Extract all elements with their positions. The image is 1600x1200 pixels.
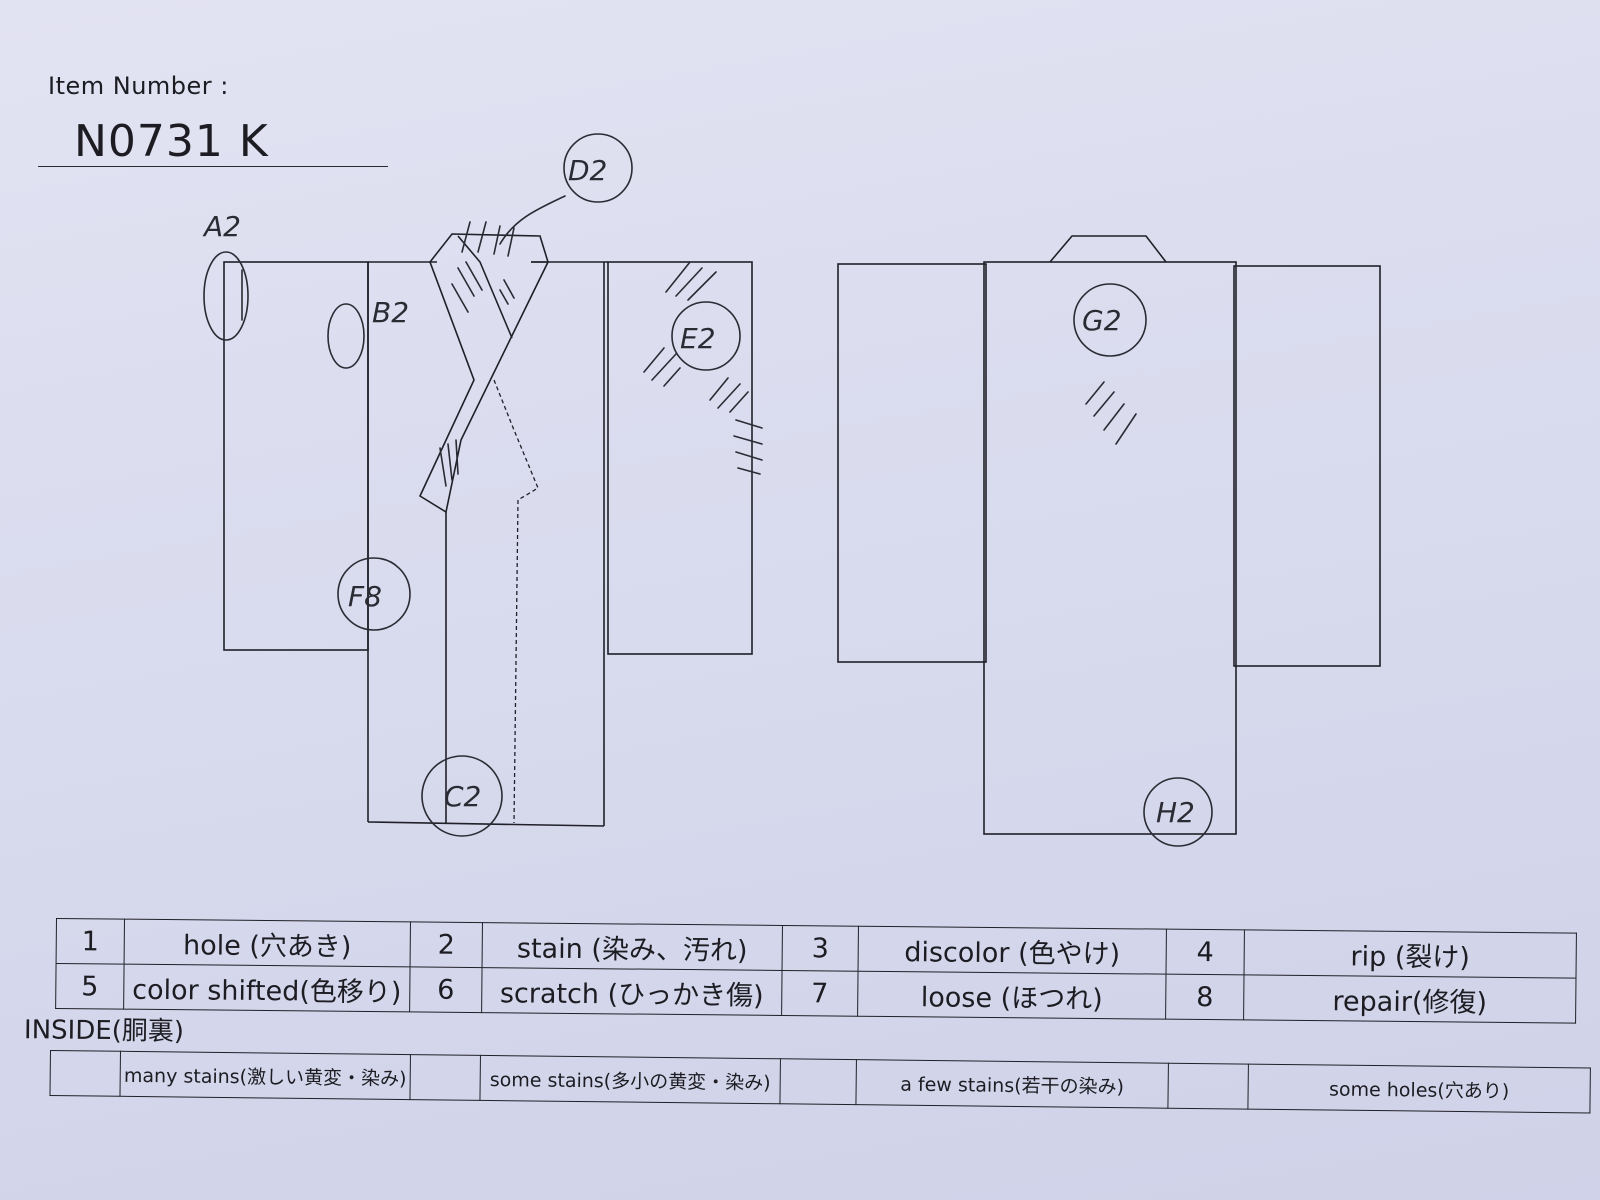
legend-label: repair(修復) [1243, 974, 1576, 1024]
legend-code: 5 [55, 963, 125, 1010]
mark-f8-circle [337, 557, 411, 631]
legend-label: rip (裂け) [1244, 929, 1577, 979]
back-left-sleeve [837, 263, 987, 663]
mark-e2-text: E2 [680, 322, 716, 355]
legend-label: color shifted(色移り) [123, 964, 411, 1012]
inside-checkbox[interactable] [779, 1058, 857, 1105]
under-collar-dashed [493, 379, 539, 824]
mark-d2-text: D2 [568, 154, 607, 187]
kimono-front-view [223, 233, 753, 827]
legend-code: 3 [782, 925, 859, 972]
item-number-value: N0731 K [74, 116, 269, 167]
back-body [983, 261, 1237, 835]
mark-e2-circle [671, 301, 741, 371]
handwritten-marks: A2 B2 D2 E2 F8 C2 G2 H2 [202, 133, 1213, 847]
mark-h2-circle [1143, 777, 1213, 847]
legend-code: 4 [1166, 929, 1245, 975]
back-right-sleeve [1233, 265, 1381, 667]
mark-a2-circle [203, 251, 249, 341]
legend-code: 8 [1165, 974, 1245, 1020]
inside-option-label: a few stains(若干の染み) [855, 1059, 1169, 1109]
collar-left [418, 233, 549, 514]
mark-c2-circle [421, 755, 503, 837]
legend-code: 7 [781, 970, 859, 1017]
legend-label: scratch (ひっかき傷) [481, 967, 783, 1016]
inside-checkbox[interactable] [1167, 1063, 1249, 1110]
inside-option-label: some holes(穴あり) [1247, 1064, 1591, 1113]
inside-checkbox[interactable] [49, 1050, 121, 1097]
mark-g2-text: G2 [1082, 304, 1122, 337]
mark-d2-circle [563, 133, 633, 203]
back-collar [1049, 235, 1167, 263]
mark-f8-text: F8 [348, 580, 382, 613]
item-number-underline [38, 166, 388, 167]
legend-code: 1 [56, 918, 125, 965]
inside-label: INSIDE(胴裏) [23, 1015, 185, 1047]
legend-label: hole (穴あき) [124, 919, 411, 967]
legend-label: stain (染み、汚れ) [482, 922, 783, 971]
legend-code: 2 [410, 921, 483, 968]
mark-b2-circle [327, 303, 365, 369]
mark-b2-text: B2 [372, 296, 409, 329]
inside-checkbox[interactable] [409, 1054, 481, 1101]
legend-code: 6 [409, 966, 483, 1013]
inside-option-label: many stains(激しい黄変・染み) [119, 1051, 411, 1100]
mark-a2-text: A2 [202, 210, 241, 243]
mark-g2-circle [1073, 283, 1147, 357]
front-right-sleeve [607, 261, 753, 655]
legend-label: discolor (色やけ) [858, 926, 1167, 975]
damage-legend-table: 1 hole (穴あき) 2 stain (染み、汚れ) 3 discolor … [55, 918, 1577, 1024]
legend-label: loose (ほつれ) [857, 971, 1167, 1020]
item-number-label: Item Number : [48, 72, 229, 100]
kimono-back-view [837, 235, 1381, 835]
inside-option-label: some stains(多小の黄変・染み) [479, 1055, 781, 1104]
mark-h2-text: H2 [1156, 796, 1195, 829]
mark-c2-text: C2 [444, 780, 481, 813]
front-left-sleeve [223, 261, 369, 651]
